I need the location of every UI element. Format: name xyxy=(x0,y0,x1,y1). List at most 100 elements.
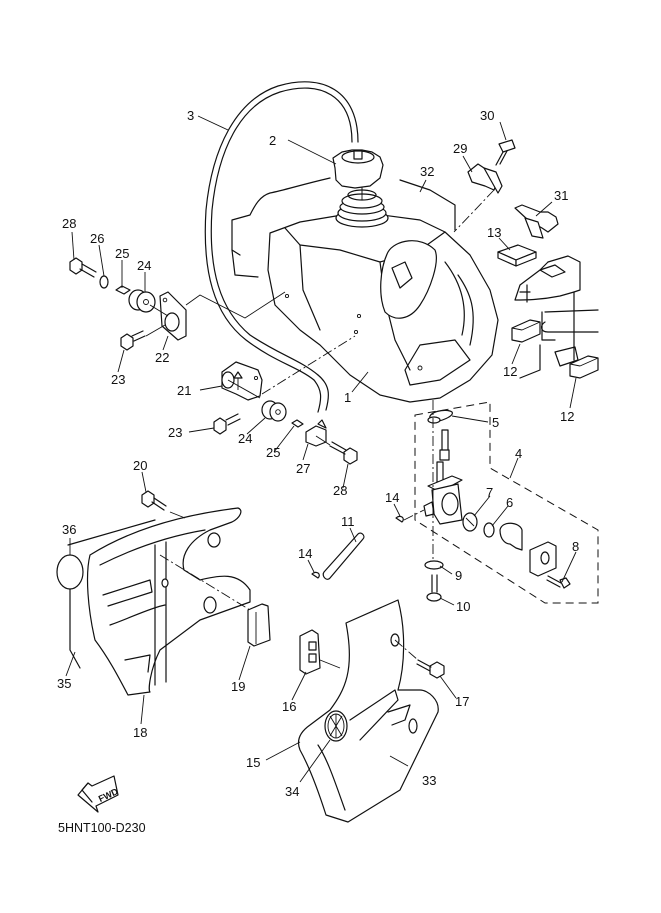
callout-2: 2 xyxy=(269,133,276,148)
bolt-28-left xyxy=(69,257,97,278)
bolt-20 xyxy=(141,490,167,511)
bracket-21 xyxy=(221,361,263,401)
collar-25-left xyxy=(115,285,131,295)
leader-17-axis xyxy=(394,639,419,661)
washer-26 xyxy=(99,275,109,289)
fuel-cock-assembly-box xyxy=(414,401,599,604)
callout-17: 17 xyxy=(455,694,469,709)
callout-9: 9 xyxy=(455,568,462,583)
leader-21-axis xyxy=(227,379,261,399)
leader-29-tank xyxy=(453,189,495,233)
callout-31: 31 xyxy=(554,188,568,203)
breather-hose xyxy=(204,81,359,413)
bolt-23-middle xyxy=(213,413,241,435)
callout-35: 35 xyxy=(57,676,71,691)
callout-20: 20 xyxy=(133,458,147,473)
callout-10: 10 xyxy=(456,599,470,614)
callout-36: 36 xyxy=(62,522,76,537)
leader-27-28 xyxy=(315,435,331,446)
lever-7 xyxy=(462,512,478,532)
callout-3: 3 xyxy=(187,108,194,123)
bolt-23-left xyxy=(120,330,146,351)
clip-31 xyxy=(514,204,559,239)
callout-27: 27 xyxy=(296,461,310,476)
callout-33: 33 xyxy=(422,773,436,788)
callout-25-middle: 25 xyxy=(266,445,280,460)
emblem-36 xyxy=(56,554,84,590)
callout-4: 4 xyxy=(515,446,522,461)
pad-13 xyxy=(497,244,537,267)
callout-labels: 1 2 3 4 5 6 7 8 9 10 11 12 12 13 14 14 1… xyxy=(57,108,579,799)
callout-32: 32 xyxy=(420,164,434,179)
strainer-5 xyxy=(427,409,453,424)
fuel-tank xyxy=(267,186,499,403)
callout-12-lower: 12 xyxy=(560,409,574,424)
callout-11: 11 xyxy=(341,514,355,529)
leader-left-mount xyxy=(145,291,286,337)
leader-20 xyxy=(169,511,186,519)
callout-7: 7 xyxy=(486,485,493,500)
callout-16: 16 xyxy=(282,699,296,714)
callout-8: 8 xyxy=(572,539,579,554)
decal-35-outline xyxy=(67,519,156,669)
callout-12-upper: 12 xyxy=(503,364,517,379)
side-cover-right xyxy=(297,599,439,823)
callout-28-left: 28 xyxy=(62,216,76,231)
callout-23-left: 23 xyxy=(111,372,125,387)
rubber-damper-12-upper xyxy=(511,319,541,343)
callout-13: 13 xyxy=(487,225,501,240)
bracket-22 xyxy=(159,291,187,341)
callout-29: 29 xyxy=(453,141,467,156)
damper-19 xyxy=(247,603,271,647)
o-ring-6 xyxy=(483,522,495,538)
bracket-29 xyxy=(467,163,503,194)
side-cover-left xyxy=(86,507,251,696)
bolt-17 xyxy=(416,659,445,679)
callout-6: 6 xyxy=(506,495,513,510)
leader-14-cock xyxy=(403,509,425,521)
washer-9 xyxy=(424,560,444,570)
callout-30: 30 xyxy=(480,108,494,123)
callout-26: 26 xyxy=(90,231,104,246)
screw-8 xyxy=(546,575,571,589)
grommet-24-left xyxy=(128,289,156,313)
frame-section xyxy=(514,255,599,379)
callout-25-left: 25 xyxy=(115,246,129,261)
tank-decal-outline xyxy=(231,177,456,278)
leader-21-tank xyxy=(261,335,356,395)
rubber-damper-12-lower xyxy=(569,355,599,379)
collar-25-middle xyxy=(291,419,304,428)
callout-1: 1 xyxy=(344,390,351,405)
callout-22: 22 xyxy=(155,350,169,365)
callout-24-middle: 24 xyxy=(238,431,252,446)
damper-16 xyxy=(299,629,321,675)
fuel-cock-body xyxy=(423,429,463,525)
callout-5: 5 xyxy=(492,415,499,430)
callout-14-upper: 14 xyxy=(385,490,399,505)
hose-clip-14-lower xyxy=(311,571,320,579)
leader-16 xyxy=(319,659,341,669)
callout-23-middle: 23 xyxy=(168,425,182,440)
cover-plate xyxy=(529,541,557,577)
fuel-hose-11 xyxy=(322,532,365,580)
packing-gasket xyxy=(499,522,523,551)
callout-15: 15 xyxy=(246,755,260,770)
callout-28-middle: 28 xyxy=(333,483,347,498)
filler-cap xyxy=(332,149,384,200)
bolt-28-middle xyxy=(329,441,358,465)
screw-30 xyxy=(495,139,516,166)
grommet-24-middle xyxy=(261,400,287,422)
callout-18: 18 xyxy=(133,725,147,740)
callout-leaders xyxy=(65,115,577,783)
callout-19: 19 xyxy=(231,679,245,694)
hose-clip-14-upper xyxy=(395,515,404,523)
callout-14-lower: 14 xyxy=(298,546,312,561)
callout-34: 34 xyxy=(285,784,299,799)
yamaha-emblem-34 xyxy=(324,710,348,742)
fwd-arrow-icon: FWD xyxy=(77,775,120,813)
drain-screw-10 xyxy=(426,574,442,602)
callout-21: 21 xyxy=(177,383,191,398)
drawing-code: 5HNT100-D230 xyxy=(58,821,146,835)
hose-clamp-27 xyxy=(305,419,327,447)
